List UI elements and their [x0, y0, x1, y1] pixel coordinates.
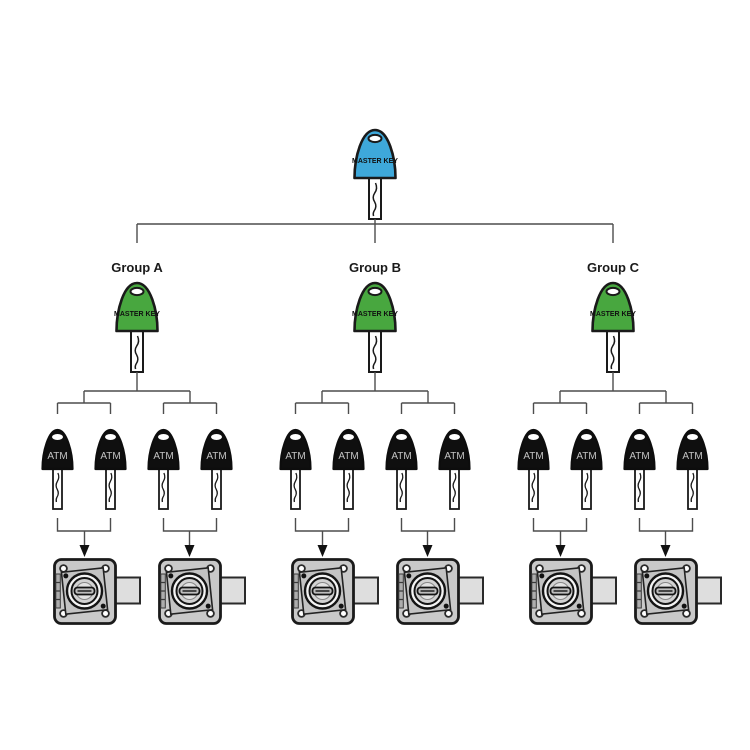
atm-key [623, 428, 656, 511]
group-b-label: Group B [349, 260, 401, 275]
atm-key [332, 428, 365, 511]
group-c-tree-connector [532, 372, 694, 414]
arrow-down-icon [79, 545, 90, 557]
group-a-master-key-label: MASTER KEY [114, 311, 160, 318]
atm-key [200, 428, 233, 511]
group-a-label: Group A [111, 260, 163, 275]
lock-icon [53, 558, 142, 625]
lock-icon [291, 558, 380, 625]
atm-key [570, 428, 603, 511]
group-b-master-key [353, 281, 397, 374]
lock-icon [634, 558, 723, 625]
master-key-label: MASTER KEY [352, 158, 398, 165]
group-a-tree-connector [56, 372, 218, 414]
keys-to-lock-bracket [56, 518, 112, 546]
keys-to-lock-bracket [162, 518, 218, 546]
lock-icon [158, 558, 247, 625]
atm-key-label: ATM [206, 451, 226, 462]
atm-key [676, 428, 709, 511]
keys-to-lock-bracket [294, 518, 350, 546]
atm-key [385, 428, 418, 511]
atm-key-label: ATM [682, 451, 702, 462]
group-c: Group C MASTER KEY ATM ATM ATM ATM [517, 260, 723, 625]
atm-key-label: ATM [444, 451, 464, 462]
group-c-master-key-label: MASTER KEY [590, 311, 636, 318]
atm-key-label: ATM [576, 451, 596, 462]
arrow-down-icon [422, 545, 433, 557]
atm-key [147, 428, 180, 511]
atm-key [517, 428, 550, 511]
atm-key-label: ATM [338, 451, 358, 462]
arrow-down-icon [660, 545, 671, 557]
atm-key [279, 428, 312, 511]
keys-to-lock-bracket [638, 518, 694, 546]
group-b-tree-connector [294, 372, 456, 414]
arrow-down-icon [555, 545, 566, 557]
keys-to-lock-bracket [400, 518, 456, 546]
group-c-master-key [591, 281, 635, 374]
atm-key-label: ATM [523, 451, 543, 462]
atm-key-label: ATM [629, 451, 649, 462]
keys-to-lock-bracket [532, 518, 588, 546]
atm-key-label: ATM [100, 451, 120, 462]
lock-icon [396, 558, 485, 625]
master-key [353, 128, 397, 221]
atm-key [438, 428, 471, 511]
group-b-master-key-label: MASTER KEY [352, 311, 398, 318]
arrow-down-icon [184, 545, 195, 557]
atm-key [94, 428, 127, 511]
arrow-down-icon [317, 545, 328, 557]
atm-key-label: ATM [47, 451, 67, 462]
group-a-master-key [115, 281, 159, 374]
atm-key-label: ATM [391, 451, 411, 462]
group-b: Group B MASTER KEY ATM ATM ATM ATM [279, 260, 485, 625]
master-to-groups-connector [136, 219, 614, 243]
group-c-label: Group C [587, 260, 640, 275]
group-a: Group A MASTER KEY ATM ATM ATM ATM [41, 260, 247, 625]
atm-key-label: ATM [153, 451, 173, 462]
atm-key [41, 428, 74, 511]
atm-key-label: ATM [285, 451, 305, 462]
lock-icon [529, 558, 618, 625]
